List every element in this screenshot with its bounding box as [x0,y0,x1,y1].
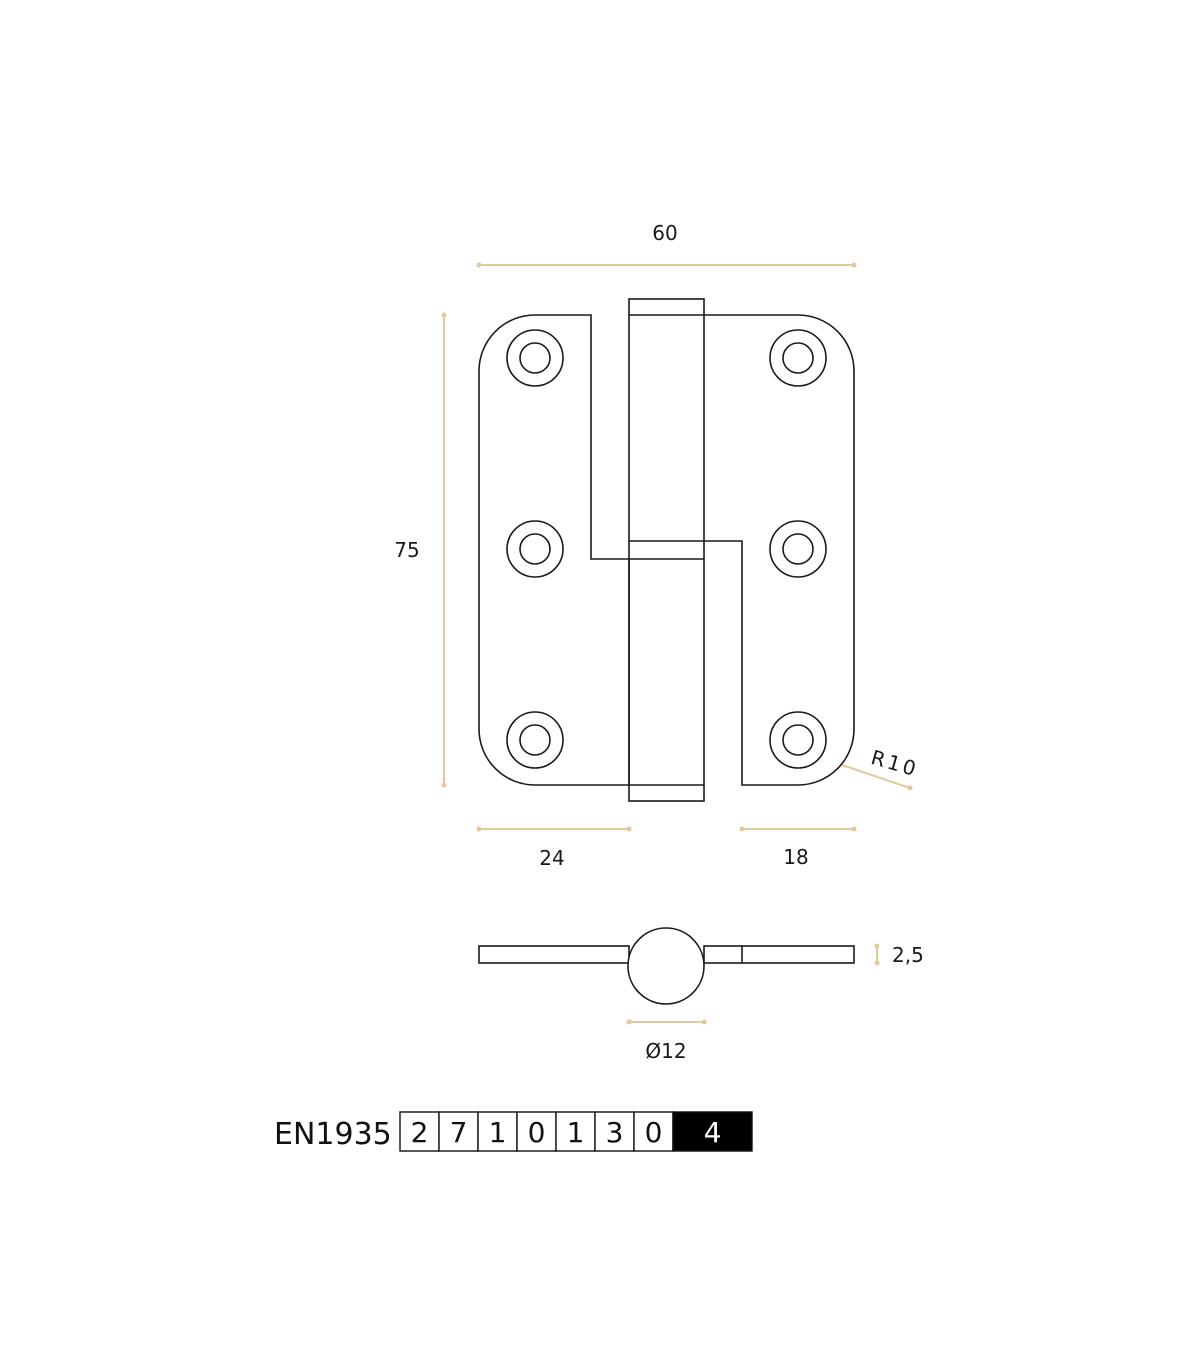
right-leaf-outline [704,314,855,786]
code-digit: 0 [528,1116,546,1149]
code-digit: 1 [489,1116,507,1149]
dimension-lines [441,262,913,1025]
left-leaf-dimension-label: 24 [539,846,564,870]
right-leaf-section [703,945,855,964]
width-dimension-label: 60 [652,221,677,245]
radius-leader-line [841,764,911,789]
code-digit: 4 [704,1116,722,1149]
screw-hole [769,711,827,769]
right-leaf-dimension-label: 18 [783,845,808,869]
screw-hole [506,329,564,387]
hinge-front-view [478,298,855,802]
code-cell-box [516,1111,557,1152]
left-leaf-outline [478,314,630,786]
code-cell-box [594,1111,635,1152]
code-digit: 3 [606,1116,624,1149]
code-digit: 2 [411,1116,429,1149]
code-digit: 0 [645,1116,663,1149]
thickness-dimension-label: 2,5 [892,943,924,967]
screw-hole [506,520,564,578]
pin-diameter-label: Ø12 [645,1039,686,1063]
pin-section [627,927,705,1005]
code-cell-box [672,1111,753,1152]
height-dimension-label: 75 [394,538,419,562]
knuckle-barrel [628,298,705,802]
code-cell-box [477,1111,518,1152]
code-digit: 7 [450,1116,468,1149]
code-digit: 1 [567,1116,585,1149]
code-cell-box [633,1111,674,1152]
screw-hole [506,711,564,769]
standard-label: EN1935 [274,1117,392,1152]
screw-hole [769,520,827,578]
hinge-side-view [478,927,855,1005]
code-cell-box [555,1111,596,1152]
screw-hole [769,329,827,387]
code-cell-box [399,1111,440,1152]
left-leaf-section [478,945,630,964]
